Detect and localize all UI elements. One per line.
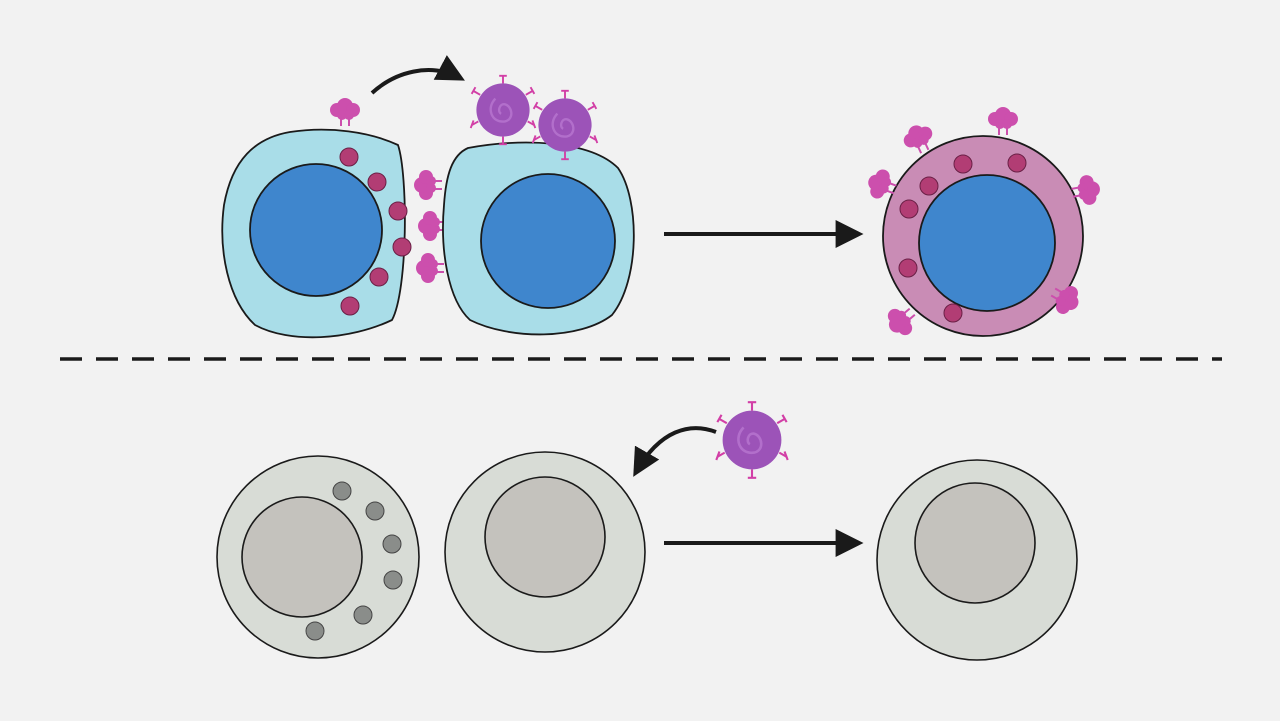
vesicle-icon xyxy=(392,237,412,257)
grey-donor-cell xyxy=(216,455,420,659)
vesicle-icon xyxy=(953,154,973,174)
target-cell xyxy=(442,141,635,336)
vesicle-icon xyxy=(388,201,408,221)
vesicle-icon xyxy=(340,296,360,316)
vesicle-icon xyxy=(369,267,389,287)
receptor-icon xyxy=(987,106,1019,136)
receptor-icon xyxy=(413,169,443,201)
vesicle-icon xyxy=(353,605,373,625)
infected-row xyxy=(221,55,1104,343)
vesicle-icon xyxy=(1007,153,1027,173)
receptor-icon xyxy=(329,97,361,127)
vesicle-icon xyxy=(898,258,918,278)
vesicle-icon xyxy=(367,172,387,192)
grey-target-nucleus xyxy=(484,476,606,598)
donor-cell xyxy=(221,97,412,339)
grey-donor-nucleus xyxy=(241,496,363,618)
vesicle-icon xyxy=(943,303,963,323)
virus-particle-icon xyxy=(714,400,790,480)
vesicle-icon xyxy=(382,534,402,554)
result-vesicles xyxy=(898,153,1027,323)
result-cell-nucleus xyxy=(918,174,1056,312)
vesicle-icon xyxy=(365,501,385,521)
receptor-icon xyxy=(415,252,445,284)
vesicle-icon xyxy=(383,570,403,590)
transfer-arrow xyxy=(370,55,465,95)
donor-vesicles xyxy=(339,147,412,316)
vesicle-icon xyxy=(332,481,352,501)
vesicle-icon xyxy=(339,147,359,167)
vesicle-icon xyxy=(899,199,919,219)
uninfected-row xyxy=(216,400,1078,661)
virus-particle-icon xyxy=(469,74,537,146)
entry-arrow xyxy=(633,426,717,477)
grey-result-nucleus xyxy=(914,482,1036,604)
vesicle-icon xyxy=(919,176,939,196)
grey-vesicles xyxy=(305,481,403,641)
vesicle-icon xyxy=(305,621,325,641)
grey-result-cell xyxy=(876,459,1078,661)
target-cell-nucleus xyxy=(480,173,616,309)
synapse-receptors xyxy=(413,169,447,284)
infected-result-cell xyxy=(862,106,1104,343)
receptor-icon xyxy=(417,210,447,242)
grey-target-cell xyxy=(444,451,646,653)
donor-cell-nucleus xyxy=(249,163,383,297)
